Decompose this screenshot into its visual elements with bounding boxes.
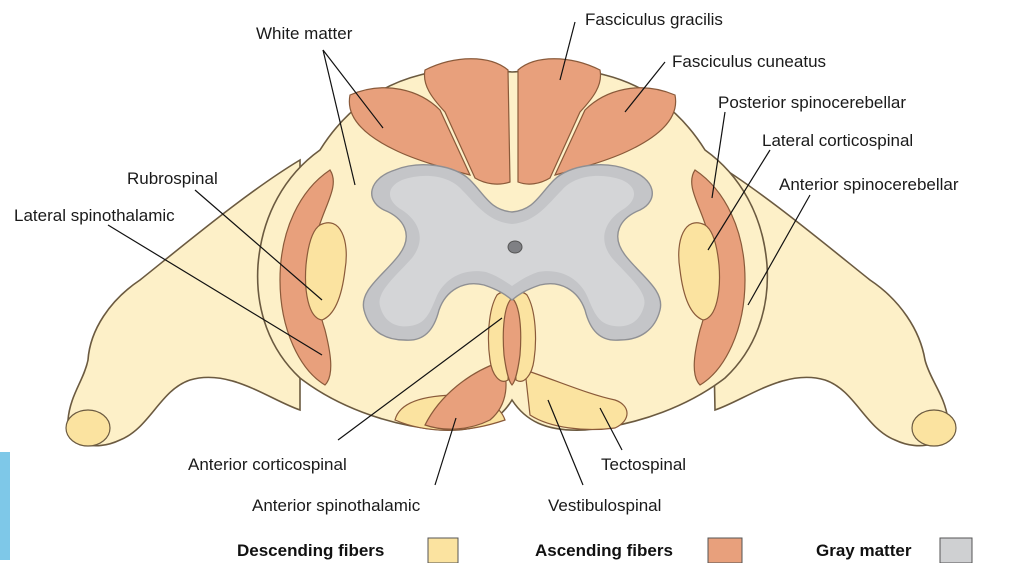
right-root-cap xyxy=(912,410,956,446)
legend-descending-label: Descending fibers xyxy=(237,541,384,560)
central-canal xyxy=(508,241,522,253)
legend-descending-swatch xyxy=(428,538,458,563)
label-fasciculus-cuneatus: Fasciculus cuneatus xyxy=(672,52,826,71)
legend-gray-swatch xyxy=(940,538,972,563)
legend: Descending fibers Ascending fibers Gray … xyxy=(237,538,972,563)
legend-ascending-swatch xyxy=(708,538,742,563)
label-lateral-spinothalamic: Lateral spinothalamic xyxy=(14,206,175,225)
label-white-matter: White matter xyxy=(256,24,353,43)
label-anterior-corticospinal: Anterior corticospinal xyxy=(188,455,347,474)
legend-gray-label: Gray matter xyxy=(816,541,912,560)
label-vestibulospinal: Vestibulospinal xyxy=(548,496,661,515)
left-root-cap xyxy=(66,410,110,446)
label-lateral-corticospinal: Lateral corticospinal xyxy=(762,131,913,150)
label-anterior-spinothalamic: Anterior spinothalamic xyxy=(252,496,421,515)
side-tab xyxy=(0,452,10,560)
label-fasciculus-gracilis: Fasciculus gracilis xyxy=(585,10,723,29)
label-rubrospinal: Rubrospinal xyxy=(127,169,218,188)
label-posterior-spinocerebellar: Posterior spinocerebellar xyxy=(718,93,906,112)
legend-ascending-label: Ascending fibers xyxy=(535,541,673,560)
label-tectospinal: Tectospinal xyxy=(601,455,686,474)
label-anterior-spinocerebellar: Anterior spinocerebellar xyxy=(779,175,959,194)
